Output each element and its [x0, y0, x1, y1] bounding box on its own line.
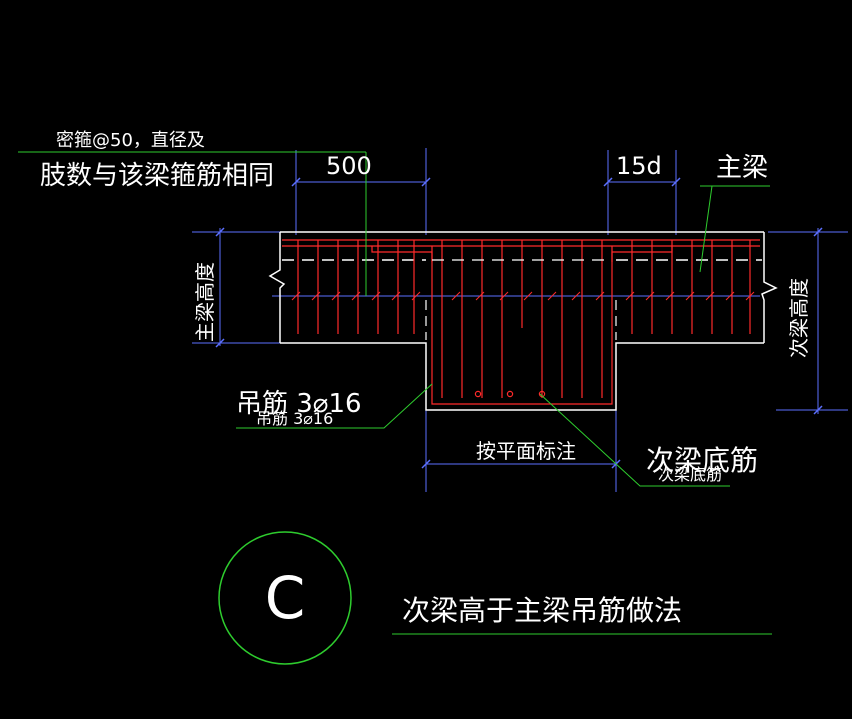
plan-marking-label: 按平面标注: [476, 439, 576, 463]
stirrup-note-line1: 密箍@50，直径及: [56, 130, 205, 151]
stirrup-note-line2: 肢数与该梁箍筋相同: [40, 161, 274, 191]
secondary-beam-height-label: 次梁高度: [787, 278, 811, 358]
detail-symbol-circle: [218, 531, 352, 665]
dimension-lines: [192, 148, 848, 492]
detail-symbol-letter: C: [265, 564, 306, 632]
hanger-bar-label-small: 吊筋 3⌀16: [256, 409, 333, 428]
dimension-15d-label: 15d: [616, 152, 662, 180]
secondary-bottom-bar-label-small: 次梁底筋: [658, 465, 722, 484]
leader-lines: [18, 151, 772, 635]
concrete-outline: [268, 231, 778, 411]
secondary-bottom-bar-label: 次梁底筋: [646, 444, 758, 477]
detail-title: 次梁高于主梁吊筋做法: [402, 594, 682, 627]
main-beam-height-label: 主梁高度: [193, 262, 217, 342]
main-beam-label: 主梁: [716, 153, 768, 183]
dimension-500-label: 500: [326, 152, 372, 180]
rebar-layout: [282, 239, 760, 405]
hanger-bar-label: 吊筋 3⌀16: [236, 389, 362, 419]
